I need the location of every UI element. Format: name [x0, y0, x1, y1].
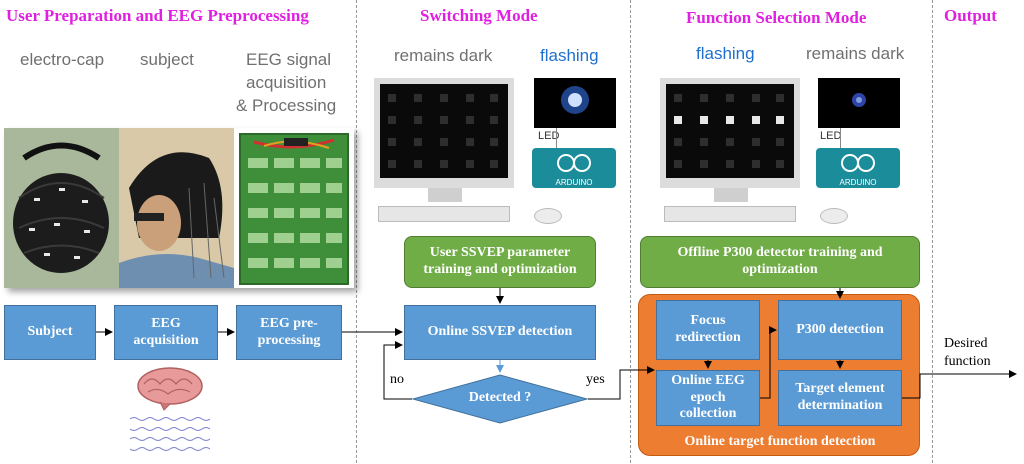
divider-2 — [630, 0, 631, 463]
target-determination-box: Target element determination — [778, 370, 902, 426]
focus-redirection-box: Focus redirection — [656, 300, 760, 360]
eeg-acquisition-box: EEG acquisition — [114, 305, 218, 360]
sw-monitor-screen — [374, 78, 514, 188]
divider-1 — [356, 0, 357, 463]
subject-box-label: Subject — [27, 324, 73, 340]
sw-flashing-label: flashing — [540, 46, 599, 65]
p300-training-label: Offline P300 detector training and optim… — [677, 245, 883, 277]
subject-image — [119, 128, 234, 288]
eeg-preprocessing-box: EEG pre-processing — [236, 305, 342, 360]
ssvep-detection-label: Online SSVEP detection — [427, 324, 573, 340]
fs-arduino-label: ARDUINO — [839, 178, 877, 187]
fs-monitor-stand — [714, 188, 748, 202]
fs-remains-dark-label: remains dark — [806, 44, 905, 63]
sw-arduino: ARDUINO — [532, 148, 616, 188]
sw-led-wire — [556, 128, 557, 148]
label-eeg-signal-2: acquisition — [246, 73, 327, 92]
photo-panel — [4, 128, 354, 288]
ssvep-detection-box: Online SSVEP detection — [404, 305, 596, 360]
header-output: Output — [944, 6, 997, 25]
sw-monitor — [374, 78, 514, 188]
label-eeg-signal-3: & Processing — [236, 96, 337, 115]
label-eeg-signal-1: EEG signal — [246, 50, 332, 69]
desired-label-2: function — [944, 354, 991, 369]
fs-monitor-screen — [660, 78, 800, 188]
eeg-acquisition-label: EEG acquisition — [133, 315, 199, 348]
label-electro-cap: electro-cap — [20, 50, 105, 69]
ssvep-training-box: User SSVEP parameter training and optimi… — [404, 236, 596, 288]
desired-label-1: Desired — [944, 336, 988, 351]
fs-monitor — [660, 78, 800, 188]
sw-mouse — [534, 208, 562, 224]
ssvep-training-label: User SSVEP parameter training and optimi… — [423, 245, 577, 277]
label-subject: subject — [140, 50, 194, 69]
fs-flashing-label: flashing — [696, 44, 755, 63]
epoch-collection-box: Online EEG epoch collection — [656, 370, 760, 426]
fs-led-label: LED — [820, 130, 842, 142]
online-target-label: Online target function detection — [684, 434, 876, 449]
no-label: no — [390, 372, 404, 387]
sw-remains-dark-label: remains dark — [394, 46, 493, 65]
sw-arduino-label: ARDUINO — [555, 178, 593, 187]
yes-label: yes — [586, 372, 605, 387]
fs-arduino: ARDUINO — [816, 148, 900, 188]
fs-led-wire — [840, 128, 841, 148]
target-determination-label: Target element determination — [795, 381, 885, 413]
fs-keyboard — [664, 206, 796, 222]
electro-cap-image — [4, 128, 119, 288]
subject-box: Subject — [4, 305, 96, 360]
sw-keyboard — [378, 206, 510, 222]
eeg-board-image — [234, 128, 354, 288]
fs-mouse — [820, 208, 848, 224]
detected-label: Detected ? — [468, 390, 532, 405]
epoch-collection-label: Online EEG epoch collection — [671, 372, 745, 422]
sw-led-image — [534, 78, 616, 128]
focus-redirection-label: Focus redirection — [675, 313, 741, 345]
p300-detection-label: P300 detection — [796, 321, 884, 337]
p300-detection-box: P300 detection — [778, 300, 902, 360]
divider-3 — [932, 0, 933, 463]
header-switching: Switching Mode — [420, 6, 538, 25]
header-function: Function Selection Mode — [686, 8, 867, 27]
p300-training-box: Offline P300 detector training and optim… — [640, 236, 920, 288]
sw-monitor-stand — [428, 188, 462, 202]
sw-led-label: LED — [538, 130, 560, 142]
fs-led-image — [818, 78, 900, 128]
detected-diamond — [411, 374, 589, 424]
brain-icon — [129, 364, 211, 459]
header-prep: User Preparation and EEG Preprocessing — [6, 6, 309, 25]
eeg-preprocessing-label: EEG pre-processing — [257, 315, 321, 348]
